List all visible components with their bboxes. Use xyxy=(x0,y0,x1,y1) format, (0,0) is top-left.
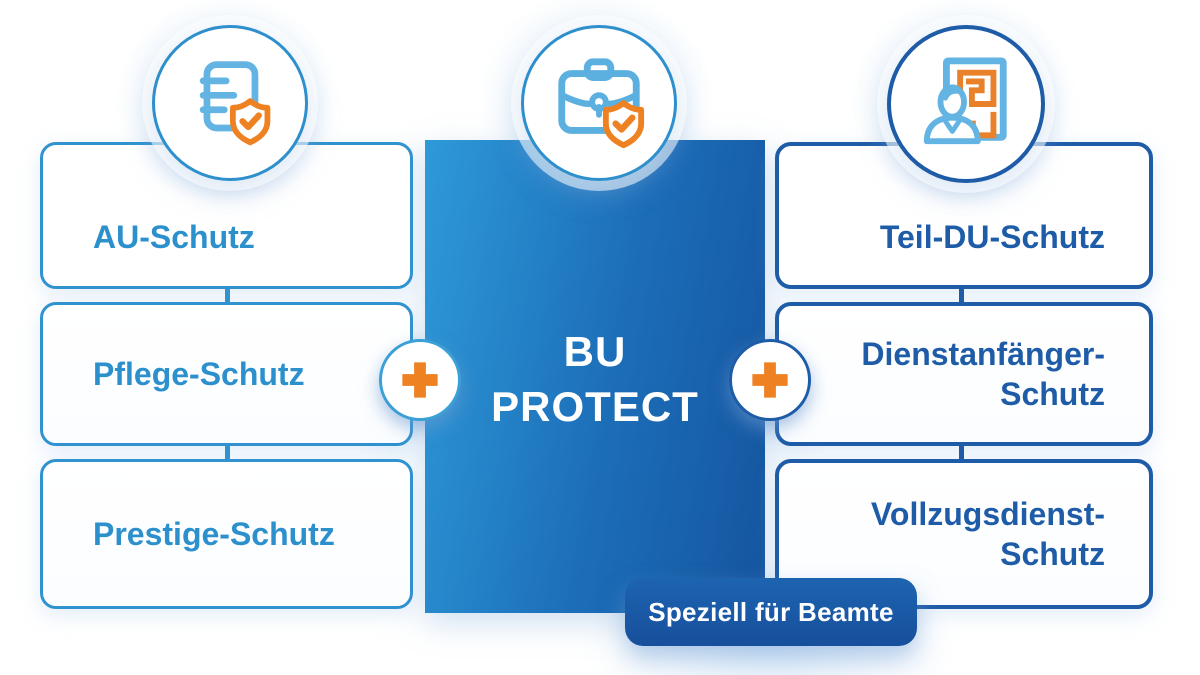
box-label: Pflege-Schutz xyxy=(93,356,305,392)
box-pflege-schutz: Pflege-Schutz xyxy=(40,302,413,446)
left-icon-circle xyxy=(152,25,308,181)
beamte-badge: Speziell für Beamte xyxy=(625,578,917,646)
box-label: AU-Schutz xyxy=(93,218,255,255)
center-title: BU PROTECT xyxy=(491,327,699,430)
box-label: Vollzugsdienst- Schutz xyxy=(870,496,1105,572)
briefcase-shield-icon xyxy=(558,58,645,149)
box-prestige-schutz: Prestige-Schutz xyxy=(40,459,413,609)
plus-connector-left xyxy=(379,339,461,421)
right-icon-circle xyxy=(887,25,1045,183)
person-file-icon xyxy=(923,57,1007,145)
box-label: Prestige-Schutz xyxy=(93,516,335,552)
connector-line xyxy=(959,288,964,302)
connector-line xyxy=(959,445,964,459)
plus-icon xyxy=(752,362,788,398)
connector-line xyxy=(225,445,230,459)
connector-line xyxy=(225,288,230,302)
badge-label: Speziell für Beamte xyxy=(648,596,894,627)
plus-icon xyxy=(402,362,438,398)
box-dienstanfaenger-schutz: Dienstanfänger- Schutz xyxy=(775,302,1153,446)
plus-connector-right xyxy=(729,339,811,421)
box-label: Teil-DU-Schutz xyxy=(879,218,1105,255)
document-shield-icon xyxy=(199,61,271,146)
box-label: Dienstanfänger- Schutz xyxy=(861,336,1105,412)
center-panel: BU PROTECT xyxy=(425,140,765,613)
center-icon-circle xyxy=(521,25,677,181)
